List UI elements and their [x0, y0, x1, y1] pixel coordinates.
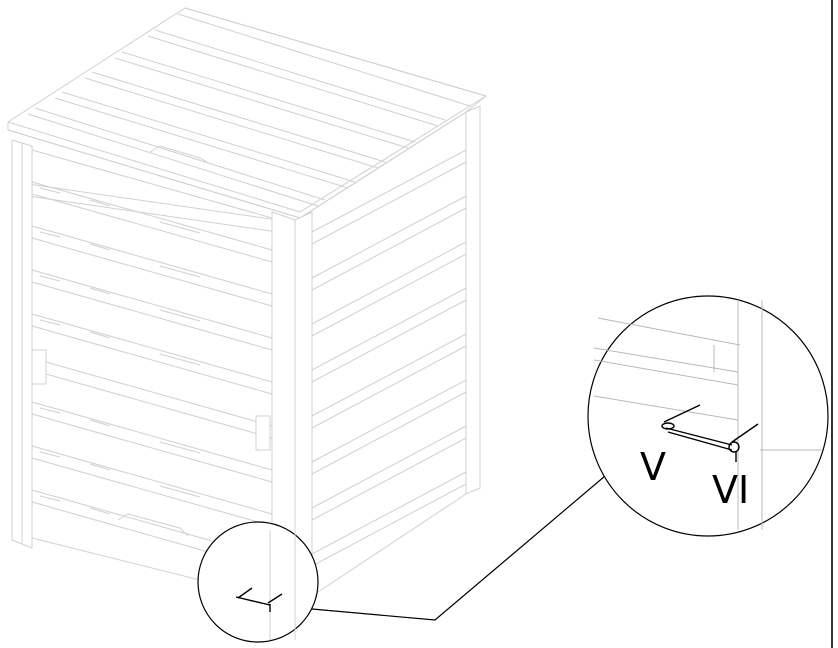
compost-bin: [7, 7, 488, 606]
detail-source-circle: [197, 521, 319, 643]
bin-lid: [7, 7, 488, 219]
bin-front-panel: [31, 149, 273, 599]
hinge-right: [255, 415, 271, 451]
bin-back-corner-right: [465, 105, 481, 495]
bin-side-panel: [311, 149, 467, 597]
magnified-fastener: [661, 404, 759, 462]
callout-line: [311, 475, 606, 621]
detail-magnified-circle: V VI: [587, 295, 829, 537]
label-vi: VI: [712, 468, 749, 512]
hinge-left: [31, 349, 47, 385]
label-v: V: [640, 445, 666, 489]
small-fastener: [235, 587, 283, 612]
bin-front-corner-left: [11, 139, 33, 549]
